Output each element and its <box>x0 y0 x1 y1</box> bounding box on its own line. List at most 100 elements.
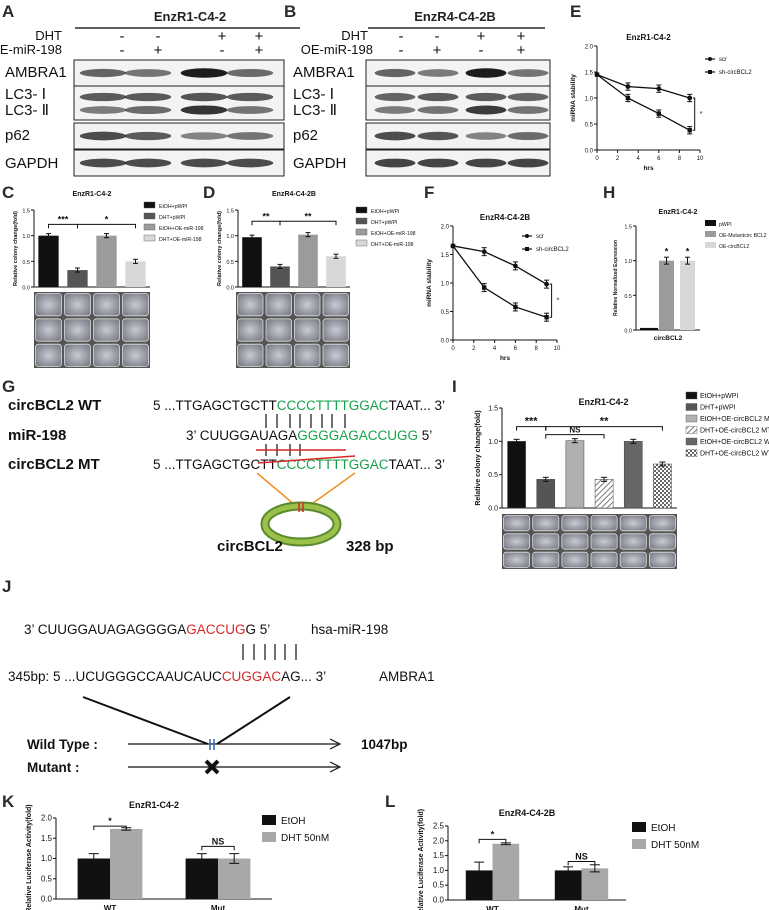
panel-a: A EnzR1-C4-2 DHT OE-miR-198 --++-+-+ AMB… <box>0 2 300 177</box>
x-tick-label: WT <box>486 905 499 910</box>
sig-label: * <box>665 247 669 257</box>
blot-label: AMBRA1 <box>293 64 355 81</box>
panel-letter: L <box>385 792 395 811</box>
sig-label: ** <box>262 211 270 221</box>
x-tick-label: 10 <box>554 346 561 352</box>
x-tick-label: 4 <box>637 156 641 162</box>
circ-name: circBCL2 <box>217 538 283 555</box>
colony-well <box>294 293 321 317</box>
blot-label: p62 <box>5 127 30 144</box>
bar <box>125 261 146 287</box>
colony-image <box>502 514 677 569</box>
mt-label: circBCL2 MT <box>8 456 100 473</box>
bar <box>218 858 251 899</box>
x-axis-label: circBCL2 <box>654 335 683 342</box>
sig-label: * <box>557 298 560 305</box>
legend-label: EtOH+pWPI <box>371 209 399 215</box>
band <box>417 158 459 168</box>
legend-marker <box>525 234 529 238</box>
colony-well <box>619 533 647 550</box>
colony-well <box>237 318 264 342</box>
legend-label: scr <box>719 57 727 63</box>
y-tick-label: 0.0 <box>433 896 445 905</box>
bar <box>680 260 695 330</box>
band <box>374 131 416 141</box>
sig-label: * <box>108 816 112 826</box>
legend-swatch <box>705 220 716 226</box>
panel-letter: G <box>2 377 15 396</box>
y-tick-label: 1.5 <box>22 209 30 215</box>
colony-well <box>561 551 589 568</box>
colony-well <box>590 551 618 568</box>
bar <box>242 237 262 287</box>
mir-sign: + <box>154 42 163 59</box>
sig-bracket <box>77 223 136 229</box>
legend-label: EtOH+OE-circBCL2 WT <box>700 439 769 446</box>
y-axis-label: miRNA stability <box>426 259 433 307</box>
panel-letter: F <box>424 183 434 202</box>
legend-swatch <box>262 832 276 842</box>
panel-letter: B <box>284 2 296 21</box>
y-axis-label: miRNA stability <box>570 74 577 122</box>
band <box>417 131 459 141</box>
bar <box>67 270 88 287</box>
sig-label: ** <box>304 211 312 221</box>
x-tick-label: 6 <box>514 346 518 352</box>
dht-label: DHT <box>341 28 368 43</box>
y-tick-label: 1.0 <box>441 282 450 288</box>
colony-well <box>503 533 531 550</box>
x-tick-label: 0 <box>595 156 599 162</box>
y-tick-label: 0.5 <box>41 874 53 883</box>
mir-sign: - <box>220 42 225 59</box>
legend-swatch <box>632 839 646 849</box>
legend-swatch <box>685 414 698 423</box>
legend-label: DHT+pWPI <box>159 215 185 221</box>
x-tick-label: 8 <box>535 346 539 352</box>
mt-sequence: 5 ...TTGAGCTGCTTCCCCTTTTGGACTAAT... 3’ <box>153 457 445 472</box>
band <box>417 92 459 102</box>
data-point <box>513 263 518 269</box>
bar <box>581 868 609 900</box>
band <box>180 132 228 140</box>
band <box>79 131 127 141</box>
legend-marker <box>525 247 529 251</box>
y-tick-label: 0.5 <box>624 294 632 300</box>
legend-swatch <box>685 437 698 446</box>
blot-label: LC3- Ⅱ <box>5 102 49 119</box>
legend-swatch <box>685 449 698 457</box>
legend-label: EtOH <box>651 823 675 834</box>
legend-label: DHT 50nM <box>281 833 329 844</box>
legend-label: EtOH <box>281 816 305 827</box>
legend-label: EtOH+pWPI <box>700 393 738 400</box>
panel-g: G circBCL2 WT 5 ...TTGAGCTGCTTCCCCTTTTGG… <box>2 377 445 555</box>
sig-label: * <box>686 247 690 257</box>
colony-well <box>64 293 91 317</box>
band <box>374 158 416 168</box>
wt-sequence: 5 ...TTGAGCTGCTTCCCCTTTTGGACTAAT... 3’ <box>153 398 445 413</box>
colony-well <box>322 293 349 317</box>
lc3-blot <box>73 85 285 121</box>
x-tick-label: 6 <box>657 156 661 162</box>
dht-label: DHT <box>35 28 62 43</box>
blot-label: LC3- Ⅰ <box>5 86 46 103</box>
y-tick-label: 0.5 <box>433 881 445 890</box>
bar <box>298 234 318 287</box>
blot-label: AMBRA1 <box>5 64 67 81</box>
y-tick-label: 2.0 <box>441 225 450 231</box>
bar <box>594 479 614 509</box>
bar <box>185 858 218 899</box>
sig-bracket <box>549 283 553 318</box>
mir-sign: + <box>255 42 264 59</box>
sig-bracket <box>478 838 507 844</box>
colony-well <box>122 318 149 342</box>
colony-well <box>503 551 531 568</box>
band <box>79 68 127 78</box>
blot-label: GAPDH <box>293 155 346 172</box>
dht-sign: - <box>399 28 404 45</box>
colony-well <box>532 551 560 568</box>
bar <box>653 463 672 509</box>
panel-letter: A <box>2 2 14 21</box>
